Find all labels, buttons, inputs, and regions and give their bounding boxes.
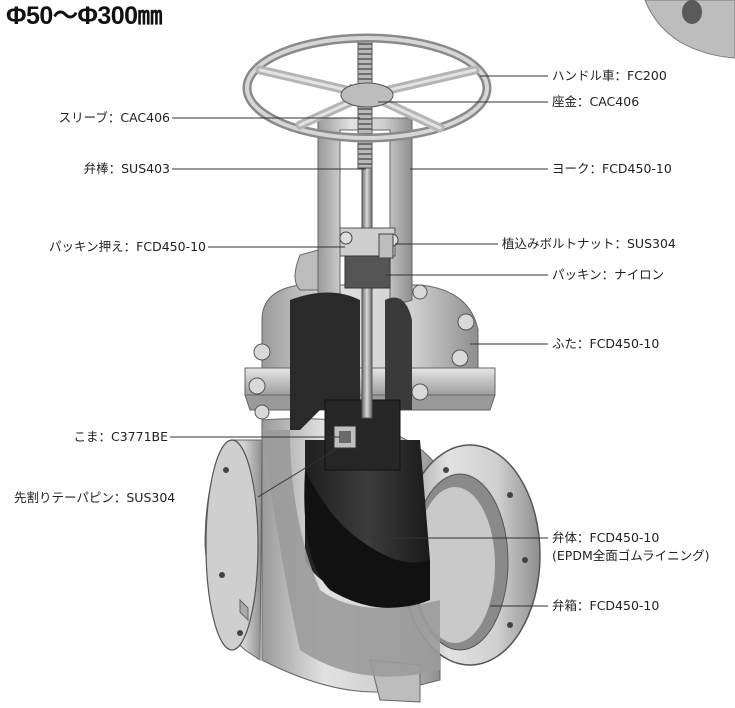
leader-pin [257, 447, 339, 498]
label-yoke: ヨーク：FCD450-10 [552, 161, 672, 176]
label-gland: パッキン押え：FCD450-10 [49, 239, 206, 254]
label-stem-nut: こま：C3771BE [73, 429, 168, 444]
label-seat-washer: 座金：CAC406 [552, 94, 640, 109]
label-packing: パッキン：ナイロン [552, 267, 665, 282]
label-body: 弁箱：FCD450-10 [552, 598, 660, 613]
label-stem: 弁棒：SUS403 [83, 161, 170, 176]
label-stud-bolt: 植込みボルトナット：SUS304 [502, 236, 676, 251]
label-sleeve: スリーブ：CAC406 [58, 110, 170, 125]
label-taper-pin: 先割りテーパピン：SUS304 [14, 490, 176, 505]
label-disc: 弁体：FCD450-10 [552, 530, 660, 545]
corner-flange-fragment [644, 0, 735, 59]
label-disc-note: (EPDM全面ゴムライニング) [552, 548, 710, 563]
gland-packing [339, 227, 399, 289]
leader-lines [170, 75, 548, 607]
label-bonnet: ふた：FCD450-10 [552, 336, 660, 351]
handwheel [242, 33, 492, 143]
label-handle-wheel: ハンドル車：FC200 [552, 68, 667, 83]
size-range-title: Φ50〜Φ300㎜ [6, 2, 163, 30]
cutaway-interior [262, 292, 440, 677]
